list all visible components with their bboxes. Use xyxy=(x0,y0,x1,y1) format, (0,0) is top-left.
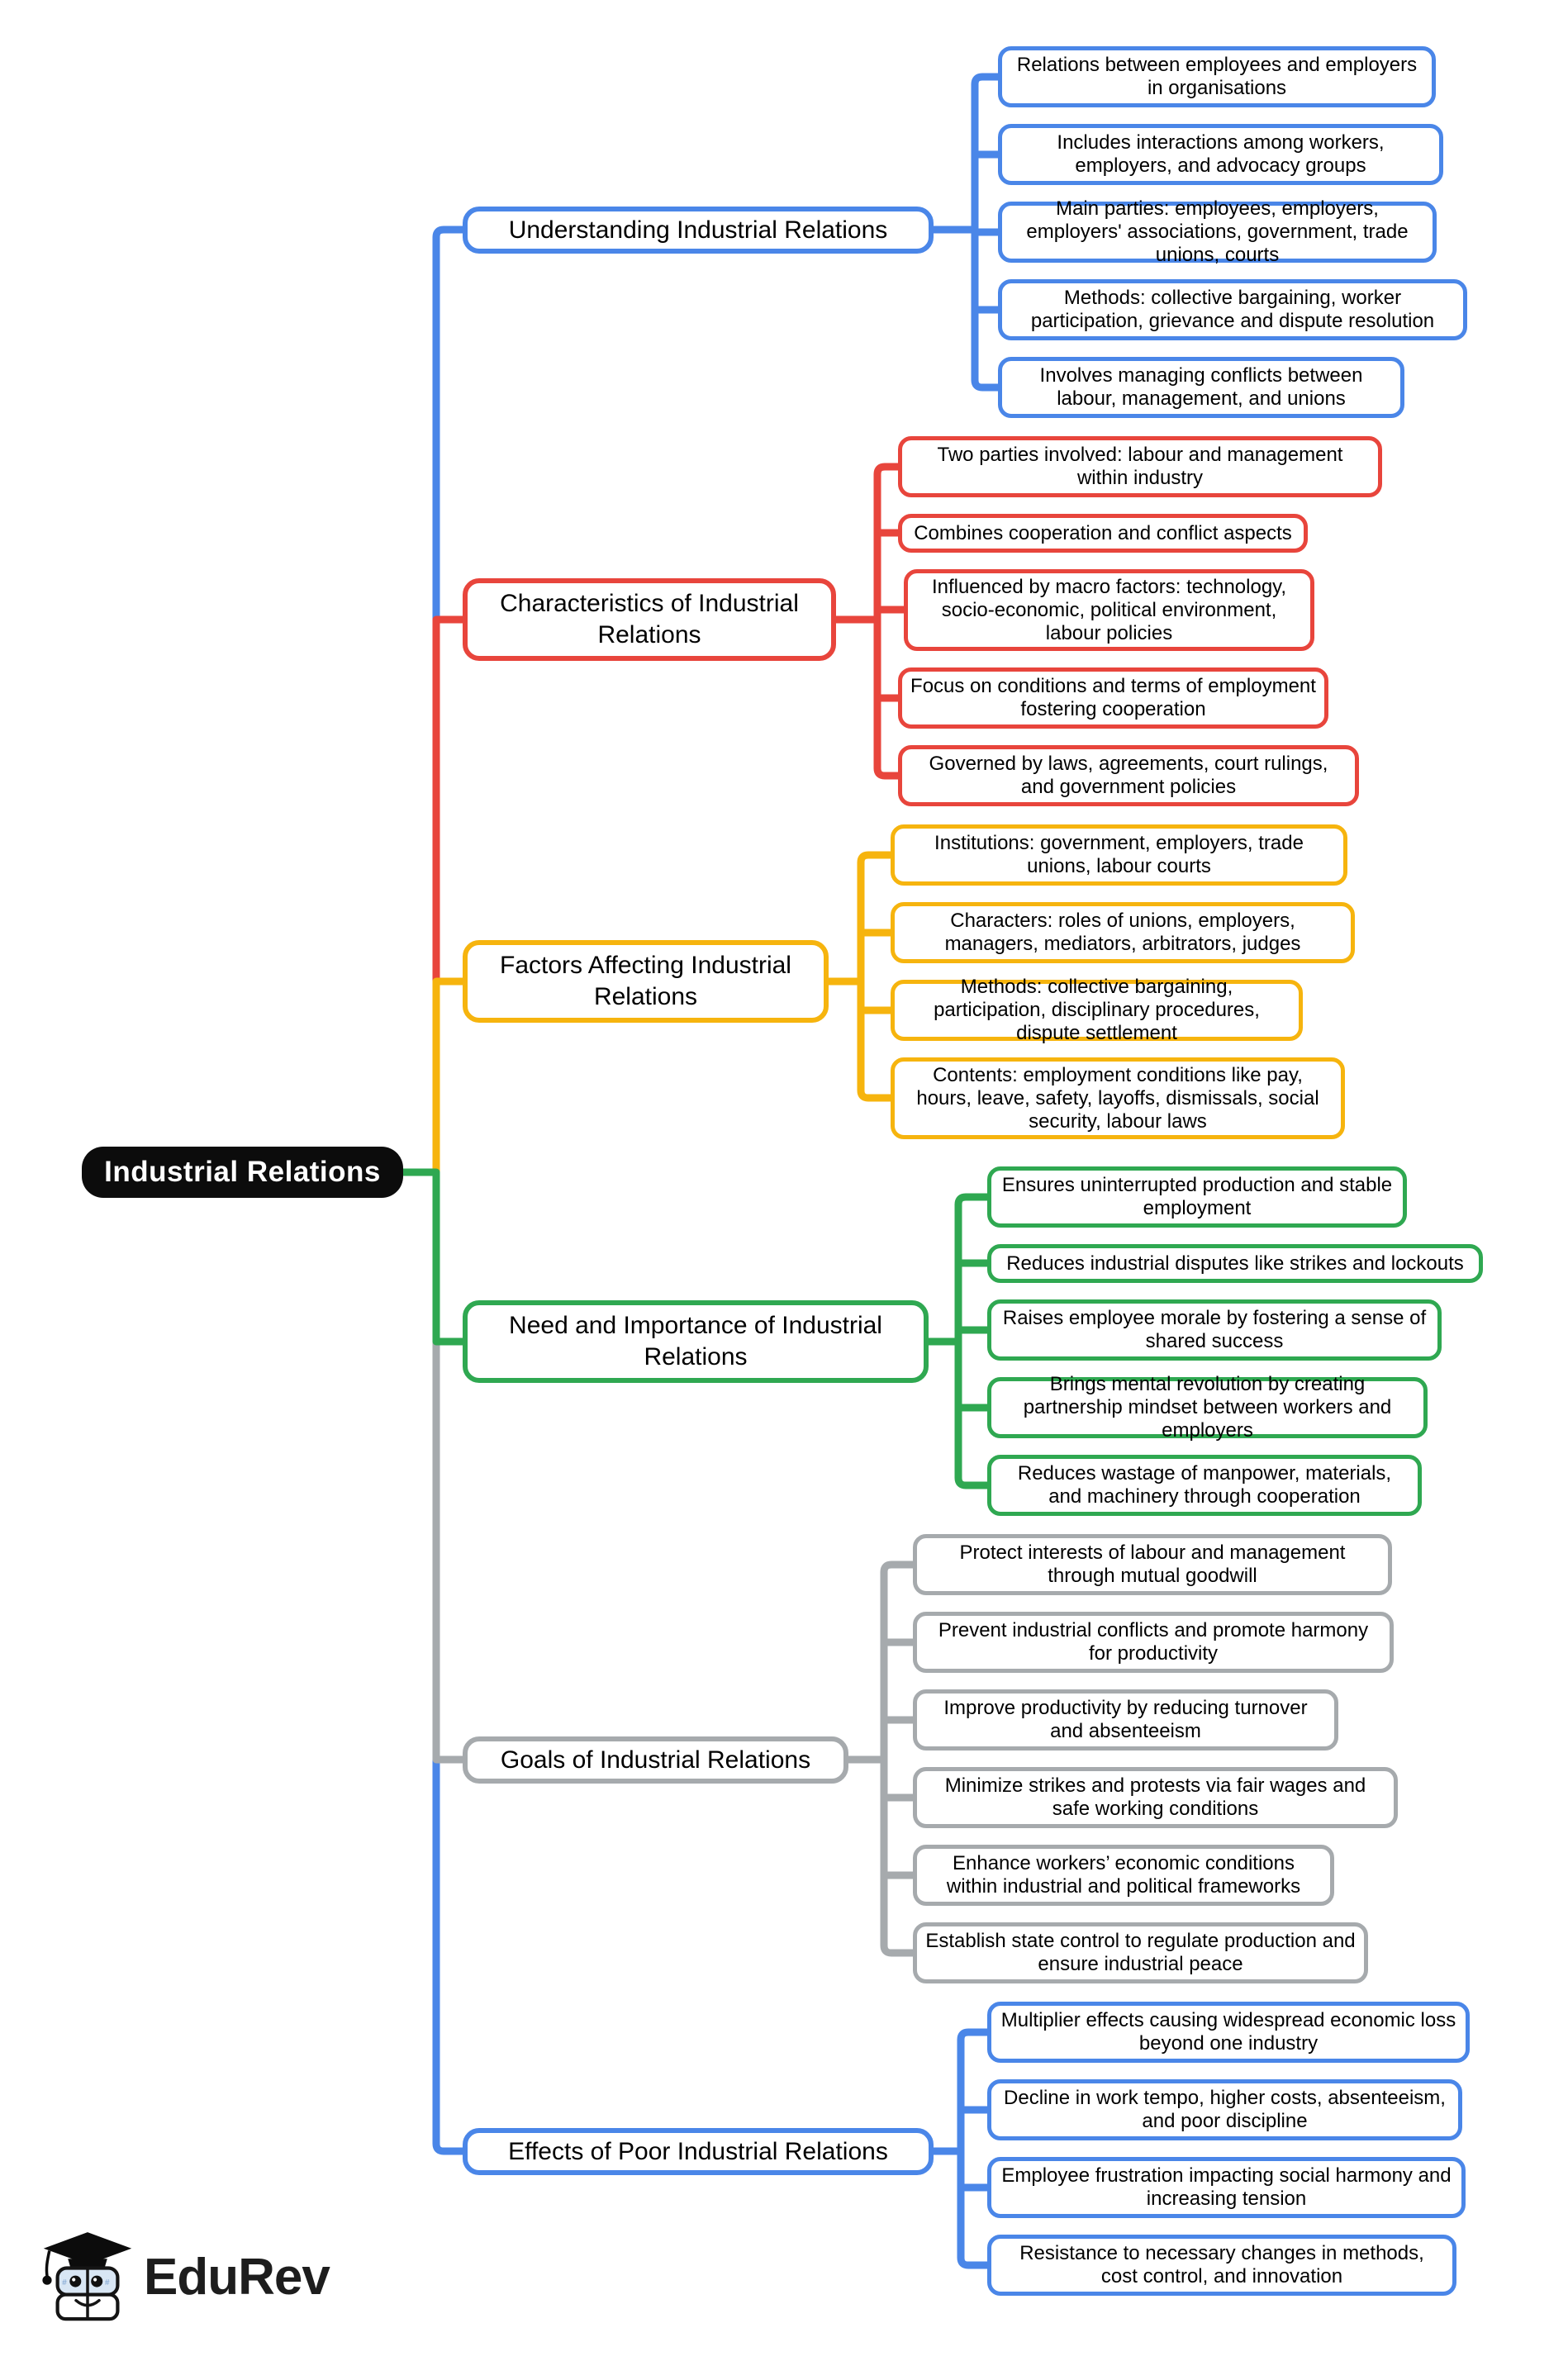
leaf-node: Includes interactions among workers, emp… xyxy=(998,124,1443,185)
leaf-node: Decline in work tempo, higher costs, abs… xyxy=(987,2079,1462,2140)
leaf-node: Improve productivity by reducing turnove… xyxy=(913,1689,1338,1751)
leaf-node: Enhance workers’ economic conditions wit… xyxy=(913,1845,1334,1906)
branch-header-goals: Goals of Industrial Relations xyxy=(463,1736,848,1784)
leaf-node: Institutions: government, employers, tra… xyxy=(891,824,1347,886)
leaf-node: Reduces industrial disputes like strikes… xyxy=(987,1244,1483,1283)
edurev-mascot-icon: # # xyxy=(42,2232,132,2321)
leaf-node: Employee frustration impacting social ha… xyxy=(987,2157,1466,2218)
leaf-node: Main parties: employees, employers, empl… xyxy=(998,197,1437,266)
branch-header-characteristics: Characteristics of Industrial Relations xyxy=(463,578,836,661)
leaf-node: Combines cooperation and conflict aspect… xyxy=(898,514,1308,553)
leaf-node: Influenced by macro factors: technology,… xyxy=(904,569,1314,651)
leaf-node: Reduces wastage of manpower, materials, … xyxy=(987,1455,1422,1516)
leaf-node: Two parties involved: labour and managem… xyxy=(898,436,1382,497)
leaf-node: Resistance to necessary changes in metho… xyxy=(987,2235,1456,2296)
leaf-node: Ensures uninterrupted production and sta… xyxy=(987,1166,1407,1228)
leaf-node: Protect interests of labour and manageme… xyxy=(913,1534,1392,1595)
red-connectors xyxy=(432,463,904,981)
leaf-node: Prevent industrial conflicts and promote… xyxy=(913,1612,1394,1673)
branch-header-factors: Factors Affecting Industrial Relations xyxy=(463,940,829,1023)
blue-connectors xyxy=(432,73,998,2269)
leaf-node: Raises employee morale by fostering a se… xyxy=(987,1299,1442,1361)
svg-text:#: # xyxy=(62,2278,67,2287)
leaf-node: Involves managing conflicts between labo… xyxy=(998,357,1404,418)
edurev-logo: # # EduRev xyxy=(41,2226,330,2327)
central-topic: Industrial Relations xyxy=(82,1147,403,1198)
leaf-node: Characters: roles of unions, employers, … xyxy=(891,902,1355,963)
svg-text:#: # xyxy=(105,2278,110,2287)
edurev-wordmark: EduRev xyxy=(144,2248,330,2306)
leaf-node: Brings mental revolution by creating par… xyxy=(987,1373,1428,1442)
green-connectors xyxy=(403,1168,987,1489)
leaf-node: Establish state control to regulate prod… xyxy=(913,1922,1368,1983)
yellow-connectors xyxy=(432,851,891,1172)
leaf-node: Focus on conditions and terms of employm… xyxy=(898,667,1328,729)
leaf-node: Relations between employees and employer… xyxy=(998,46,1436,107)
leaf-node: Minimize strikes and protests via fair w… xyxy=(913,1767,1398,1828)
branch-header-need-importance: Need and Importance of Industrial Relati… xyxy=(463,1300,929,1383)
leaf-node: Governed by laws, agreements, court ruli… xyxy=(898,745,1359,806)
branch-header-effects: Effects of Poor Industrial Relations xyxy=(463,2128,934,2175)
leaf-node: Methods: collective bargaining, particip… xyxy=(891,976,1303,1044)
leaf-node: Methods: collective bargaining, worker p… xyxy=(998,279,1467,340)
leaf-node: Contents: employment conditions like pay… xyxy=(891,1057,1345,1139)
gray-connectors xyxy=(432,1342,913,1957)
branch-header-understanding: Understanding Industrial Relations xyxy=(463,207,934,254)
leaf-node: Multiplier effects causing widespread ec… xyxy=(987,2002,1470,2063)
